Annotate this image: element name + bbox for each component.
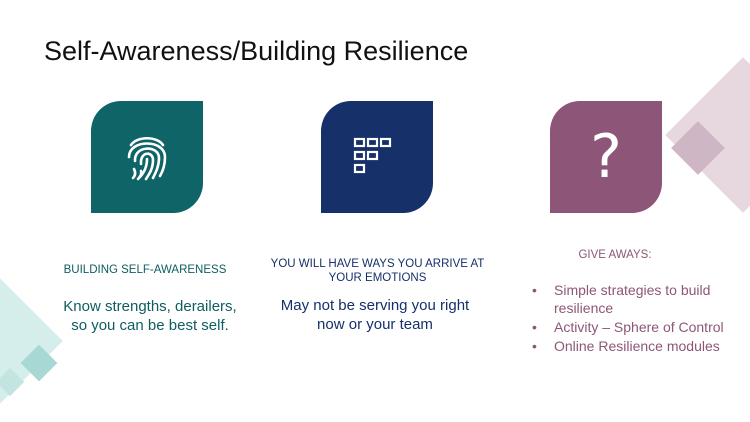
bullet-icon: •	[532, 319, 537, 335]
question-tile: ?	[550, 101, 662, 213]
list-item: • Online Resilience modules	[528, 337, 743, 355]
keypad-grid-icon	[353, 137, 392, 174]
self-awareness-heading: BUILDING SELF-AWARENESS	[63, 264, 227, 276]
giveaways-heading: GIVE AWAYS:	[578, 249, 652, 261]
bullet-icon: •	[532, 338, 537, 354]
fingerprint-tile	[91, 101, 203, 213]
bullet-icon: •	[532, 282, 537, 298]
list-item: • Activity – Sphere of Control	[528, 318, 743, 336]
question-mark-icon: ?	[590, 122, 622, 192]
emotions-body-line2: now or your team	[317, 316, 433, 333]
emotions-heading-line2: YOUR EMOTIONS	[328, 272, 427, 284]
slide-title: Self-Awareness/Building Resilience	[44, 36, 469, 66]
self-awareness-body-line2: so you can be best self.	[71, 317, 229, 334]
emotions-body-line1: May not be serving you right	[280, 297, 470, 314]
keypad-tile	[321, 101, 433, 213]
giveaway-item-line1: Activity – Sphere of Control	[554, 319, 724, 335]
fingerprint-icon	[127, 136, 167, 181]
list-item: • Simple strategies to build resilience	[528, 281, 743, 317]
emotions-heading-line1: YOU WILL HAVE WAYS YOU ARRIVE AT	[270, 258, 485, 270]
giveaways-list: • Simple strategies to build resilience …	[528, 281, 743, 356]
giveaway-item-line1: Online Resilience modules	[554, 338, 720, 354]
giveaway-item-line2: resilience	[554, 300, 614, 316]
emotions-heading: YOU WILL HAVE WAYS YOU ARRIVE AT YOUR EM…	[265, 257, 490, 285]
self-awareness-body-line1: Know strengths, derailers,	[63, 298, 237, 315]
emotions-body: May not be serving you right now or your…	[270, 296, 480, 334]
giveaway-item-line1: Simple strategies to build	[554, 282, 711, 298]
self-awareness-body: Know strengths, derailers, so you can be…	[55, 297, 245, 335]
